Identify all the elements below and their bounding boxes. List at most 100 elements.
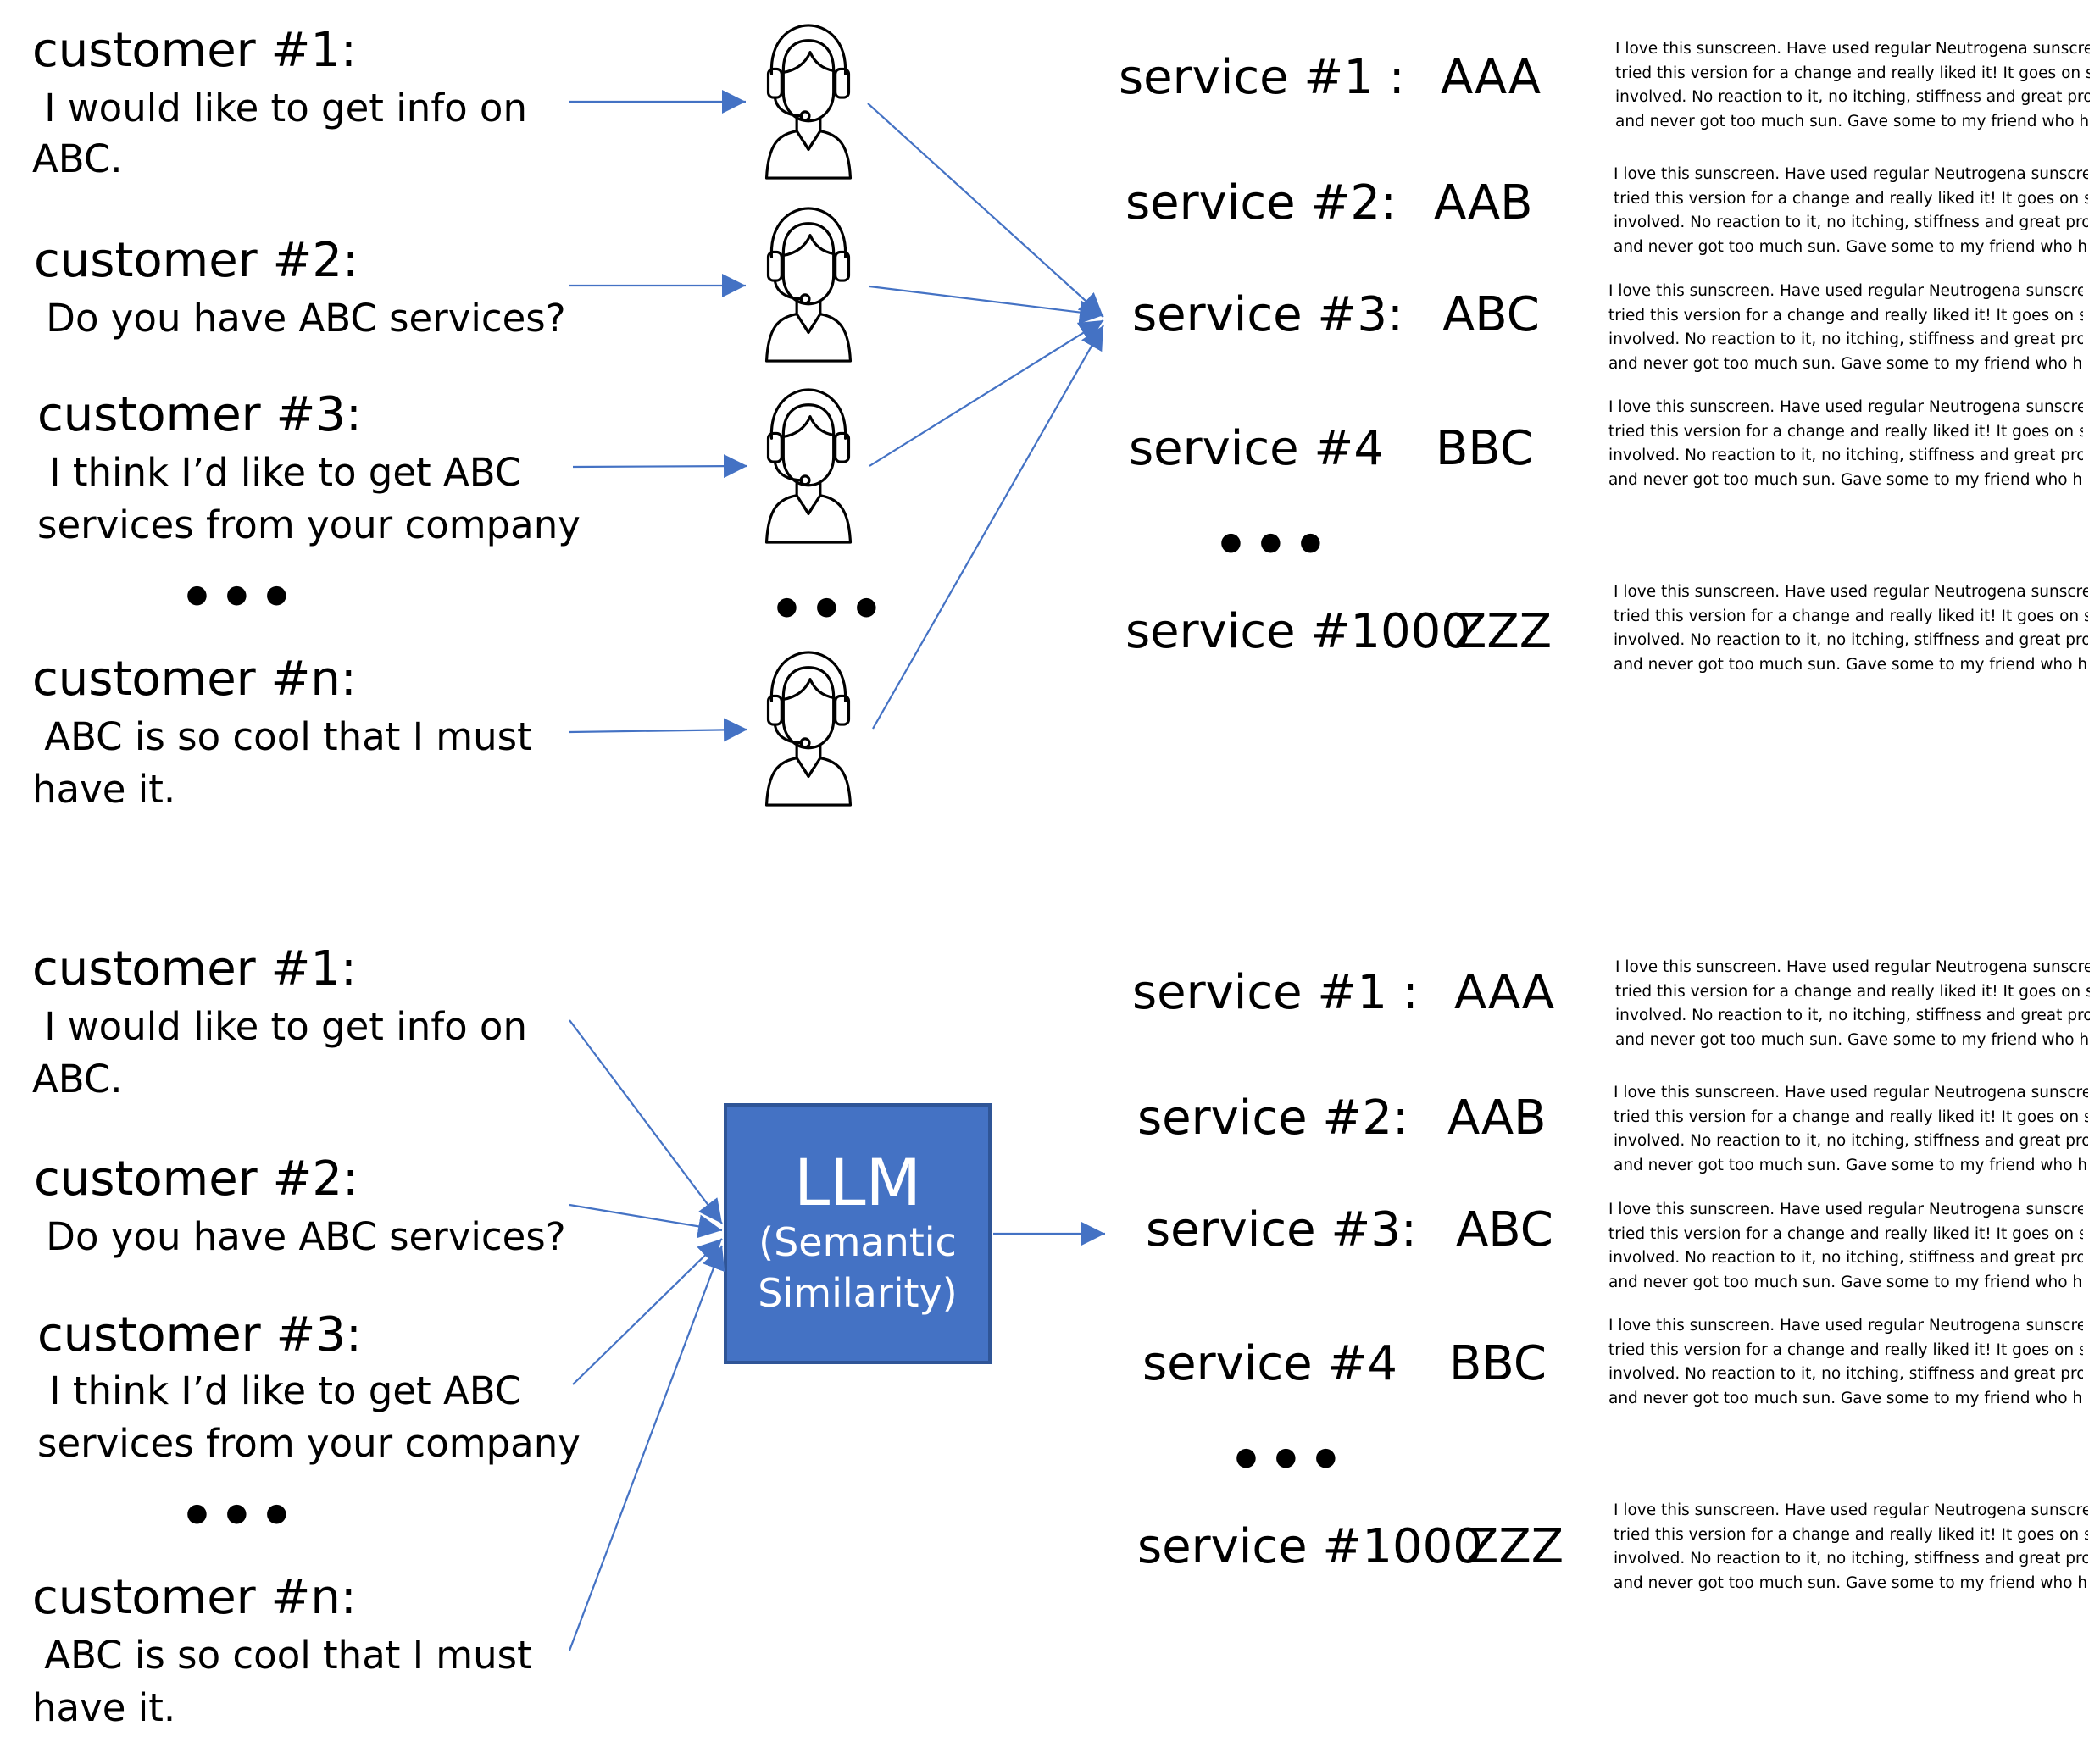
review-line: I love this sunscreen. Have used regular… bbox=[1608, 1317, 2083, 1335]
arrow-top-cn-agent bbox=[569, 718, 748, 742]
review-line: and never got too much sun. Gave some to… bbox=[1614, 237, 2088, 256]
review-line: tried this version for a change and real… bbox=[1614, 607, 2088, 625]
top-service-1000-name: service #1000 bbox=[1125, 604, 1471, 659]
agent-headset-icon-3 bbox=[764, 388, 853, 544]
bottom-customer-3-line-1: I think I’d like to get ABC bbox=[37, 1368, 522, 1413]
review-line: tried this version for a change and real… bbox=[1608, 1224, 2083, 1243]
review-line: involved. No reaction to it, no itching,… bbox=[1608, 447, 2083, 464]
review-line: tried this version for a change and real… bbox=[1608, 306, 2083, 325]
top-review-2: I love this sunscreen. Have used regular… bbox=[1614, 163, 2088, 259]
top-customer-2-title: customer #2: bbox=[34, 233, 358, 288]
bottom-service-1000-name: service #1000 bbox=[1137, 1519, 1483, 1574]
top-review-5: I love this sunscreen. Have used regular… bbox=[1614, 580, 2088, 677]
review-line: tried this version for a change and real… bbox=[1614, 189, 2088, 208]
review-line: involved. No reaction to it, no itching,… bbox=[1608, 1365, 2083, 1383]
top-service-1000-code: ZZZ bbox=[1454, 604, 1553, 659]
llm-semantic-similarity-box: LLM (Semantic Similarity) bbox=[724, 1103, 992, 1364]
review-line: tried this version for a change and real… bbox=[1614, 1107, 2088, 1126]
top-review-4: I love this sunscreen. Have used regular… bbox=[1608, 396, 2083, 492]
review-line: tried this version for a change and real… bbox=[1614, 1525, 2088, 1544]
top-service-3-code: ABC bbox=[1442, 287, 1540, 342]
arrow-bottom-cn-llm bbox=[568, 1245, 725, 1651]
review-line: involved. No reaction to it, no itching,… bbox=[1614, 1550, 2088, 1568]
review-line: I love this sunscreen. Have used regular… bbox=[1614, 1084, 2088, 1101]
review-line: and never got too much sun. Gave some to… bbox=[1614, 1573, 2088, 1592]
top-service-4-code: BBC bbox=[1436, 421, 1533, 476]
review-line: and never got too much sun. Gave some to… bbox=[1608, 1273, 2083, 1291]
review-line: and never got too much sun. Gave some to… bbox=[1614, 655, 2088, 674]
bottom-service-1000-code: ZZZ bbox=[1466, 1519, 1564, 1574]
arrow-agent2-service bbox=[869, 285, 1104, 325]
bottom-customer-3-line-2: services from your company bbox=[37, 1421, 581, 1466]
bottom-service-2-code: AAB bbox=[1447, 1090, 1547, 1146]
bottom-review-4: I love this sunscreen. Have used regular… bbox=[1608, 1314, 2083, 1411]
bottom-customer-n-title: customer #n: bbox=[32, 1570, 357, 1625]
bottom-customer-n-line-2: have it. bbox=[32, 1685, 176, 1730]
top-customer-1-line-2: ABC. bbox=[32, 136, 123, 181]
arrow-top-c3-agent bbox=[572, 454, 748, 479]
review-line: I love this sunscreen. Have used regular… bbox=[1608, 282, 2083, 300]
top-customer-1-line-1: I would like to get info on bbox=[32, 86, 527, 130]
bottom-review-5: I love this sunscreen. Have used regular… bbox=[1614, 1499, 2088, 1595]
top-service-1-name: service #1 : bbox=[1119, 50, 1405, 105]
review-line: and never got too much sun. Gave some to… bbox=[1608, 470, 2083, 489]
bottom-review-3: I love this sunscreen. Have used regular… bbox=[1608, 1198, 2083, 1295]
review-line: involved. No reaction to it, no itching,… bbox=[1608, 1249, 2083, 1267]
bottom-customer-n-line-1: ABC is so cool that I must bbox=[32, 1633, 532, 1678]
review-line: I love this sunscreen. Have used regular… bbox=[1614, 165, 2088, 183]
bottom-review-1: I love this sunscreen. Have used regular… bbox=[1615, 956, 2090, 1052]
review-line: and never got too much sun. Gave some to… bbox=[1608, 354, 2083, 373]
review-line: tried this version for a change and real… bbox=[1615, 982, 2090, 1001]
bottom-service-1-name: service #1 : bbox=[1132, 965, 1419, 1020]
top-customer-n-title: customer #n: bbox=[32, 652, 357, 707]
top-review-1: I love this sunscreen. Have used regular… bbox=[1615, 37, 2090, 134]
bottom-customer-1-line-2: ABC. bbox=[32, 1057, 123, 1101]
arrow-agent3-service bbox=[869, 319, 1104, 467]
review-line: I love this sunscreen. Have used regular… bbox=[1615, 958, 2090, 976]
review-line: involved. No reaction to it, no itching,… bbox=[1615, 1007, 2090, 1024]
review-line: tried this version for a change and real… bbox=[1608, 422, 2083, 441]
top-service-2-name: service #2: bbox=[1125, 175, 1397, 230]
arrow-agent1-service bbox=[867, 103, 1104, 318]
top-service-4-name: service #4 bbox=[1129, 421, 1384, 476]
review-line: and never got too much sun. Gave some to… bbox=[1615, 112, 2090, 130]
top-customer-n-line-2: have it. bbox=[32, 767, 176, 812]
review-line: tried this version for a change and real… bbox=[1615, 64, 2090, 82]
bottom-service-3-code: ABC bbox=[1456, 1202, 1553, 1257]
agent-headset-icon-4 bbox=[764, 651, 853, 807]
bottom-review-2: I love this sunscreen. Have used regular… bbox=[1614, 1081, 2088, 1178]
review-line: involved. No reaction to it, no itching,… bbox=[1614, 214, 2088, 231]
top-service-2-code: AAB bbox=[1434, 175, 1533, 230]
review-line: tried this version for a change and real… bbox=[1608, 1340, 2083, 1359]
top-service-3-name: service #3: bbox=[1132, 287, 1403, 342]
llm-subtitle-line-2: Similarity) bbox=[758, 1270, 958, 1316]
top-review-3: I love this sunscreen. Have used regular… bbox=[1608, 280, 2083, 376]
review-line: involved. No reaction to it, no itching,… bbox=[1608, 330, 2083, 348]
review-line: and never got too much sun. Gave some to… bbox=[1615, 1030, 2090, 1049]
review-line: I love this sunscreen. Have used regular… bbox=[1608, 1201, 2083, 1218]
review-line: involved. No reaction to it, no itching,… bbox=[1614, 1132, 2088, 1150]
top-customer-3-title: customer #3: bbox=[37, 387, 362, 442]
bottom-service-2-name: service #2: bbox=[1137, 1090, 1408, 1146]
review-line: I love this sunscreen. Have used regular… bbox=[1614, 583, 2088, 601]
agent-headset-icon-2 bbox=[764, 207, 853, 363]
review-line: I love this sunscreen. Have used regular… bbox=[1608, 398, 2083, 416]
top-service-1-code: AAA bbox=[1441, 50, 1542, 105]
bottom-service-4-name: service #4 bbox=[1142, 1336, 1397, 1391]
review-line: and never got too much sun. Gave some to… bbox=[1614, 1156, 2088, 1174]
bottom-service-4-code: BBC bbox=[1449, 1336, 1547, 1391]
top-customer-2-line-1: Do you have ABC services? bbox=[34, 296, 566, 341]
bottom-customer-2-title: customer #2: bbox=[34, 1151, 358, 1207]
bottom-service-1-code: AAA bbox=[1454, 965, 1555, 1020]
top-customer-n-line-1: ABC is so cool that I must bbox=[32, 714, 532, 759]
bottom-customer-3-title: customer #3: bbox=[37, 1307, 362, 1362]
review-line: I love this sunscreen. Have used regular… bbox=[1615, 40, 2090, 58]
top-customer-3-line-2: services from your company bbox=[37, 502, 581, 547]
top-customer-1-title: customer #1: bbox=[32, 23, 357, 78]
review-line: involved. No reaction to it, no itching,… bbox=[1615, 88, 2090, 106]
bottom-customer-1-title: customer #1: bbox=[32, 941, 357, 996]
bottom-customer-1-line-1: I would like to get info on bbox=[32, 1004, 527, 1049]
arrow-bottom-c1-llm bbox=[569, 1019, 723, 1224]
top-customer-3-line-1: I think I’d like to get ABC bbox=[37, 450, 522, 495]
